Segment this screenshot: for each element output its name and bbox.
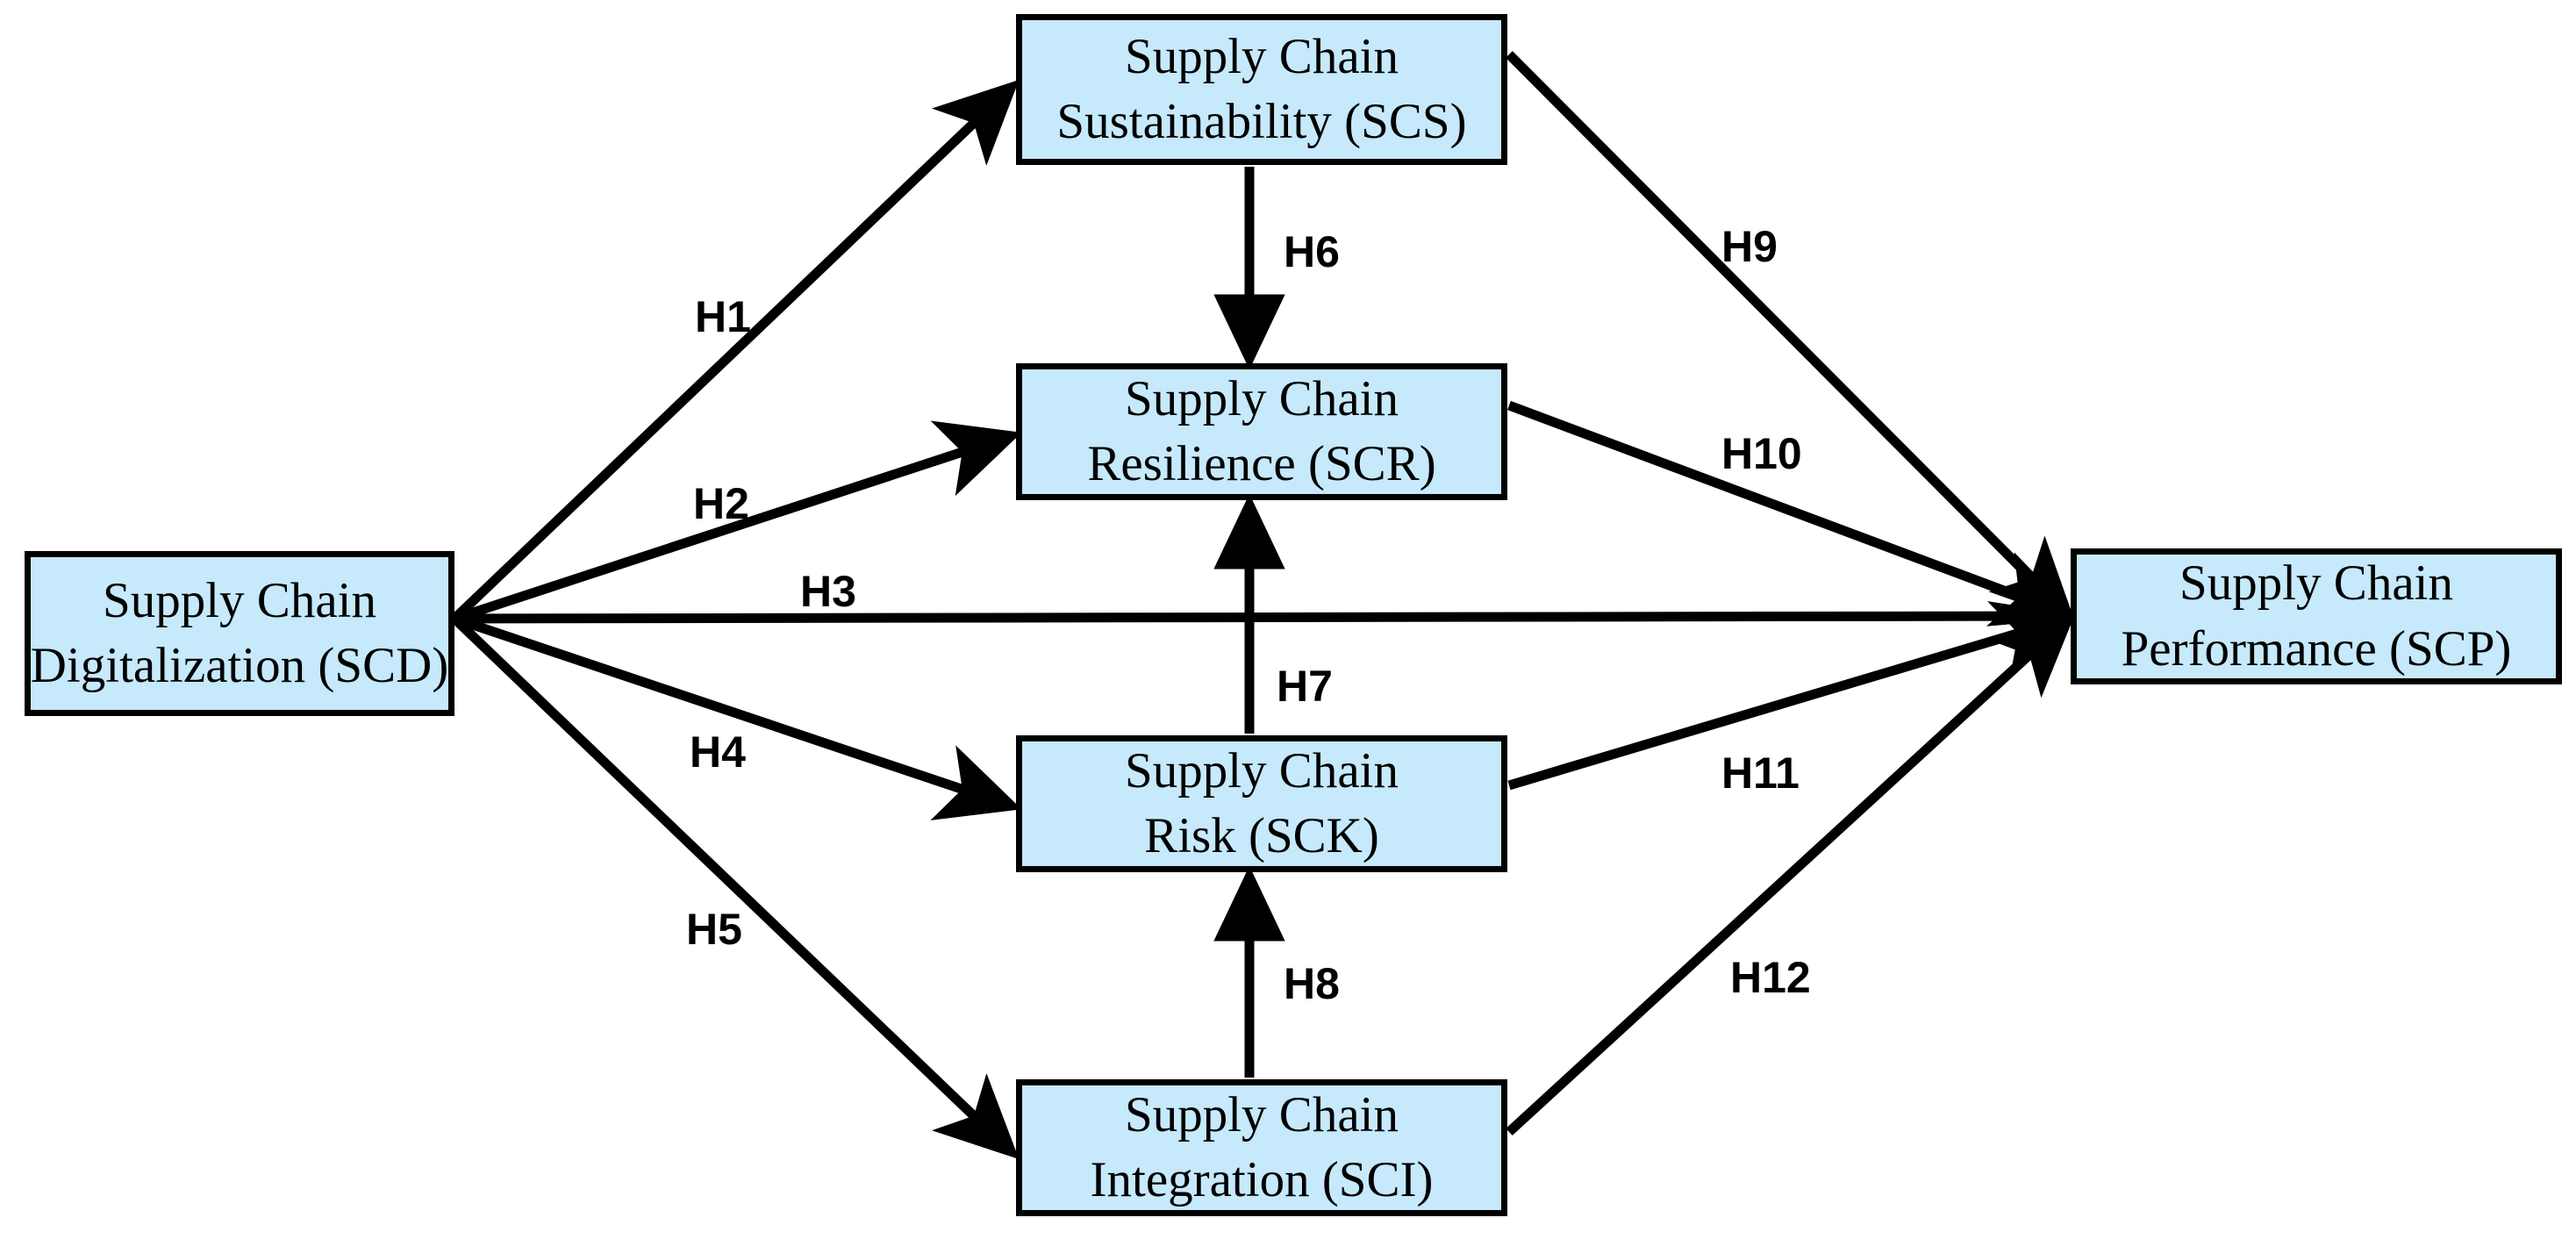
edge-label-h9: H9 <box>1721 222 1778 271</box>
node-scs-line2: Sustainability (SCS) <box>1056 94 1467 149</box>
node-scr-line2: Resilience (SCR) <box>1087 436 1436 491</box>
edge-label-h11: H11 <box>1721 748 1800 798</box>
node-scd[interactable]: Supply Chain Digitalization (SCD) <box>25 551 454 716</box>
edge-h12 <box>1506 612 2076 1136</box>
edge-label-h3: H3 <box>800 567 856 616</box>
node-scr[interactable]: Supply Chain Resilience (SCR) <box>1016 363 1507 500</box>
edge-label-h4: H4 <box>690 727 746 777</box>
node-scp[interactable]: Supply Chain Performance (SCP) <box>2071 548 2562 684</box>
edge-label-h1: H1 <box>695 292 751 341</box>
edge-h5 <box>451 615 1020 1160</box>
edge-h3 <box>454 611 2068 624</box>
edge-label-h10: H10 <box>1721 429 1802 478</box>
edge-label-h12: H12 <box>1730 953 1811 1002</box>
edge-label-h5: H5 <box>686 905 742 954</box>
node-sck-line1: Supply Chain <box>1125 742 1399 799</box>
node-sci[interactable]: Supply Chain Integration (SCI) <box>1016 1079 1507 1216</box>
edge-label-h7: H7 <box>1277 662 1333 711</box>
node-sci-line1: Supply Chain <box>1125 1086 1399 1142</box>
node-scp-line1: Supply Chain <box>2179 555 2453 612</box>
edge-h1 <box>451 79 1020 622</box>
node-scr-line1: Supply Chain <box>1125 370 1399 426</box>
node-sck[interactable]: Supply Chain Risk (SCK) <box>1016 735 1507 872</box>
node-scs-line1: Supply Chain <box>1125 28 1399 84</box>
edge-h4 <box>453 613 1022 820</box>
node-sck-line2: Risk (SCK) <box>1144 808 1379 863</box>
edge-h9 <box>1506 51 2076 623</box>
edge-label-h8: H8 <box>1284 959 1340 1008</box>
edge-label-h2: H2 <box>693 479 749 528</box>
node-scd-line2: Digitalization (SCD) <box>30 638 449 693</box>
node-scd-line1: Supply Chain <box>103 572 376 628</box>
node-scs[interactable]: Supply Chain Sustainability (SCS) <box>1016 14 1507 165</box>
edge-label-h6: H6 <box>1284 227 1340 276</box>
node-scp-line2: Performance (SCP) <box>2121 620 2512 677</box>
node-sci-line2: Integration (SCI) <box>1090 1152 1434 1207</box>
